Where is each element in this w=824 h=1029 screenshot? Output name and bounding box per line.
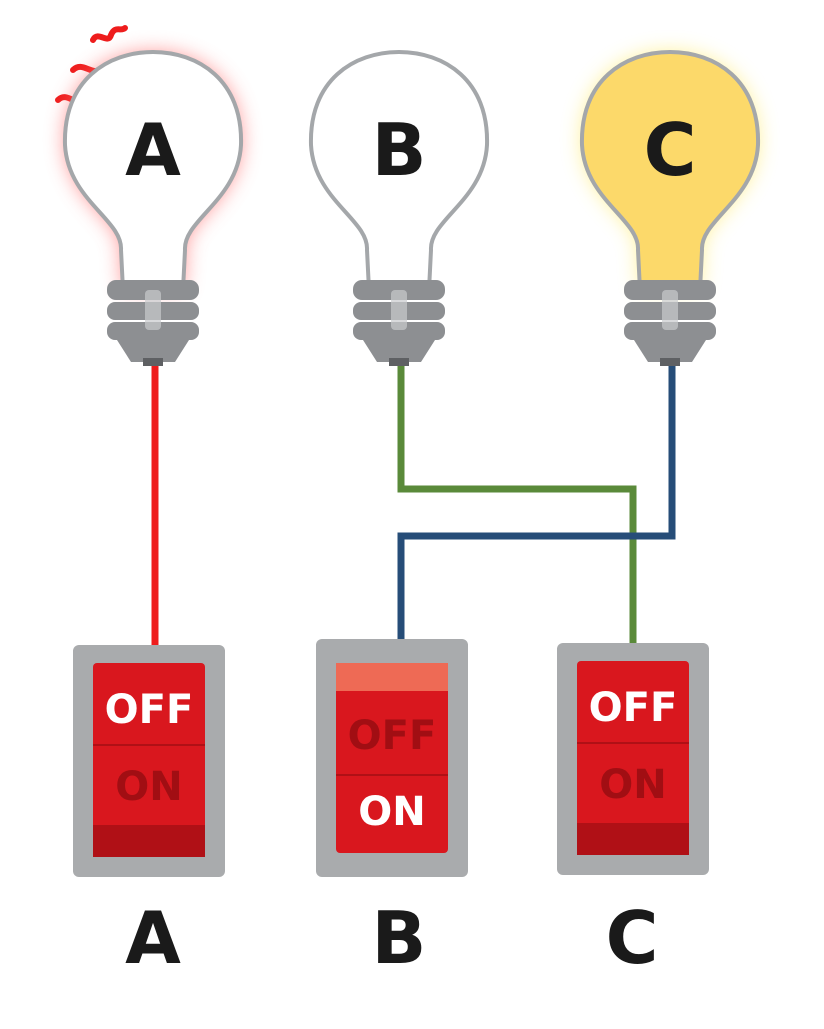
off-text: OFF [105, 687, 194, 733]
bulb-a: A [55, 25, 244, 366]
bulb-b: B [308, 50, 490, 366]
bulb-c: C [579, 50, 761, 366]
switch-a[interactable]: OFF ON [73, 645, 225, 877]
rocker[interactable] [577, 661, 689, 855]
rocker[interactable] [93, 663, 205, 857]
rocker[interactable] [336, 663, 448, 853]
wires [151, 360, 676, 646]
on-text: ON [115, 764, 182, 810]
switch-label-a: A [125, 896, 181, 980]
bulb-base [353, 280, 445, 366]
bulb-label: B [372, 108, 427, 192]
switch-label-c: C [606, 896, 659, 980]
off-text: OFF [348, 713, 437, 759]
wire-bulb-c-to-switch-b [397, 360, 676, 640]
bulb-base [107, 280, 199, 366]
switch-c[interactable]: OFF ON [557, 643, 709, 875]
on-text: ON [358, 789, 425, 835]
bulb-label: C [644, 108, 697, 192]
bulb-base [624, 280, 716, 366]
switch-label-b: B [372, 896, 427, 980]
switch-b[interactable]: OFF ON [316, 639, 468, 877]
on-text: ON [599, 762, 666, 808]
bulb-label: A [125, 108, 181, 192]
wire-bulb-b-to-switch-c [397, 360, 637, 646]
off-text: OFF [589, 685, 678, 731]
